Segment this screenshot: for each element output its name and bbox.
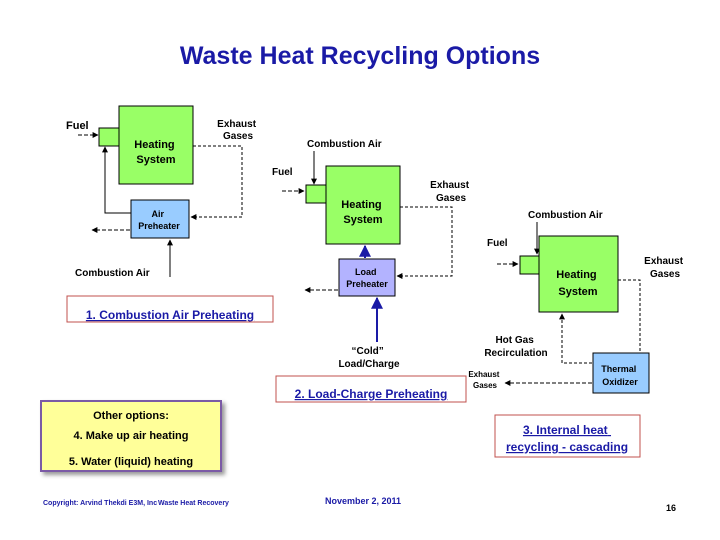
- heating-label-1: Heating System: [134, 139, 177, 166]
- caption-1: 1. Combustion Air Preheating: [86, 308, 254, 322]
- other-option-item: 5. Water (liquid) heating: [68, 456, 194, 468]
- cold-load-label: “Cold” Load/Charge: [338, 346, 400, 370]
- exhaust-label-1-line2: Gases: [223, 131, 253, 142]
- fuel-label-2: Fuel: [272, 167, 293, 178]
- caption-box-3-frame: [494, 414, 641, 458]
- panel-load-charge-preheating: Combustion Air Fuel Heating System Exhau…: [272, 139, 472, 370]
- heating-label-3-line2: System: [558, 286, 597, 298]
- heating-label-2-line2: System: [343, 214, 382, 226]
- cold-load-line2: Load/Charge: [338, 359, 400, 370]
- exhaust-label-1-line1: Exhaust: [217, 119, 257, 130]
- heating-label-2: Heating System: [341, 199, 384, 226]
- load-preheater-box: [338, 258, 396, 297]
- fuel-label-1: Fuel: [66, 120, 89, 132]
- fuel-label-3: Fuel: [487, 238, 508, 249]
- preheated-air-line-1: [102, 146, 131, 214]
- thermal-oxidizer-line1: Thermal: [601, 364, 636, 374]
- caption-box-2-frame: [275, 375, 467, 403]
- caption-3-line2: recycling - cascading: [506, 440, 628, 454]
- footer-copyright: Copyright: Arvind Thekdi E3M, Inc: [43, 500, 158, 507]
- combustion-air-label-3: Combustion Air: [528, 210, 603, 221]
- other-options-heading: Other options:: [93, 410, 169, 422]
- caption-2: 2. Load-Charge Preheating: [295, 387, 448, 401]
- heating-label-3: Heating System: [556, 269, 599, 298]
- thermal-oxidizer-box: [592, 352, 650, 394]
- hot-gas-line2: Recirculation: [484, 348, 547, 359]
- air-preheater-line2: Preheater: [138, 221, 180, 231]
- thermal-oxidizer-label: Thermal Oxidizer: [601, 364, 639, 387]
- exhaust-label-2-line1: Exhaust: [430, 180, 470, 191]
- burner-box-1: [98, 127, 120, 147]
- exhaust-small-line2: Gases: [473, 381, 498, 390]
- air-preheater-label: Air Preheater: [138, 209, 180, 231]
- heating-label-2-line1: Heating: [341, 199, 381, 211]
- exhaust-label-3: Exhaust Gases: [644, 256, 686, 280]
- exhaust-label-2-line2: Gases: [436, 193, 466, 204]
- exhaust-label-3-line1: Exhaust: [644, 256, 684, 267]
- load-preheater-label: Load Preheater: [346, 267, 388, 289]
- exhaust-label-3-line2: Gases: [650, 269, 680, 280]
- heating-system-box-1: [118, 105, 194, 185]
- load-preheater-line1: Load: [355, 267, 377, 277]
- combustion-air-label-2: Combustion Air: [307, 139, 382, 150]
- air-preheater-line1: Air: [151, 209, 164, 219]
- panel-combustion-air-preheating: Fuel Heating System Exhaust Gases Air Pr…: [66, 105, 259, 279]
- footer-topic: Waste Heat Recovery: [158, 500, 229, 507]
- hot-gas-line1: Hot Gas: [495, 335, 534, 346]
- heating-system-box-2: [325, 165, 401, 245]
- heating-label-1-line2: System: [136, 154, 175, 166]
- other-option-item: 4. Make up air heating: [73, 430, 189, 442]
- exhaust-small-label: Exhaust Gases: [468, 370, 501, 390]
- other-options-box: Other options: 4. Make up air heating 5.…: [40, 400, 222, 472]
- footer-date: November 2, 2011: [325, 496, 402, 506]
- exhaust-label-2: Exhaust Gases: [430, 180, 472, 204]
- combustion-air-label-1: Combustion Air: [75, 268, 150, 279]
- exhaust-line-2: [396, 206, 453, 279]
- page-title: Waste Heat Recycling Options: [179, 42, 541, 70]
- hot-gas-label: Hot Gas Recirculation: [484, 335, 547, 359]
- exhaust-line-3: [618, 279, 641, 377]
- caption-3-line1: 3. Internal heat: [523, 423, 608, 437]
- page-number: 16: [666, 503, 677, 513]
- panel-internal-heat-recycling: Combustion Air Fuel Heating System Exhau…: [468, 210, 686, 394]
- thermal-oxidizer-line2: Oxidizer: [602, 377, 638, 387]
- caption-3: 3. Internal heat recycling - cascading: [506, 423, 628, 454]
- exhaust-line-1: [190, 145, 243, 220]
- exhaust-small-line1: Exhaust: [468, 370, 499, 379]
- heating-label-3-line1: Heating: [556, 269, 596, 281]
- heating-label-1-line1: Heating: [134, 139, 174, 151]
- burner-box-2: [305, 184, 327, 204]
- load-preheater-line2: Preheater: [346, 279, 388, 289]
- air-preheater-box: [130, 199, 190, 239]
- burner-box-3: [519, 255, 540, 275]
- caption-box-1-frame: [66, 295, 274, 323]
- hot-gas-recirculation-line: [559, 313, 592, 364]
- cold-load-line1: “Cold”: [352, 346, 384, 357]
- exhaust-label-1: Exhaust Gases: [217, 119, 259, 142]
